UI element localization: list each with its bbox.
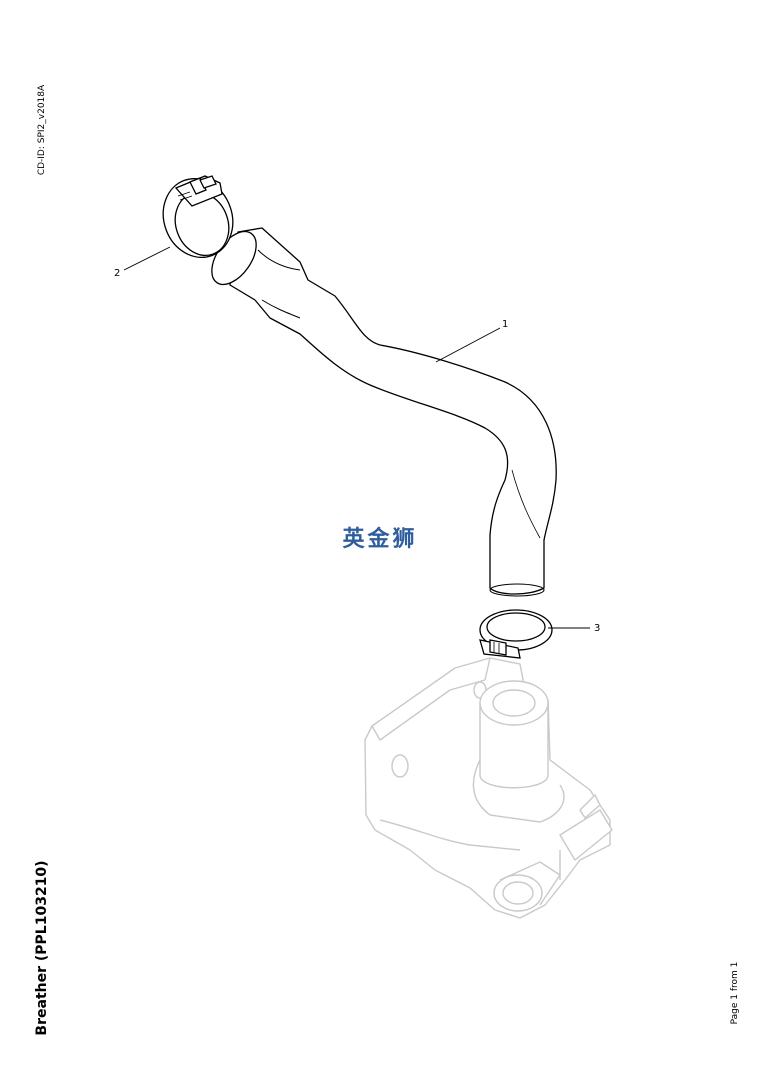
- callout-2: 2: [114, 268, 120, 279]
- watermark-logo: 英金狮: [342, 527, 418, 552]
- callout-3: 3: [594, 623, 600, 634]
- breather-housing-context: [364, 657, 613, 919]
- hose-clamp-upper-part: [162, 175, 234, 258]
- callout-leaders: [123, 246, 590, 629]
- hose-clamp-lower-part: [479, 609, 553, 659]
- callout-1: 1: [502, 319, 508, 330]
